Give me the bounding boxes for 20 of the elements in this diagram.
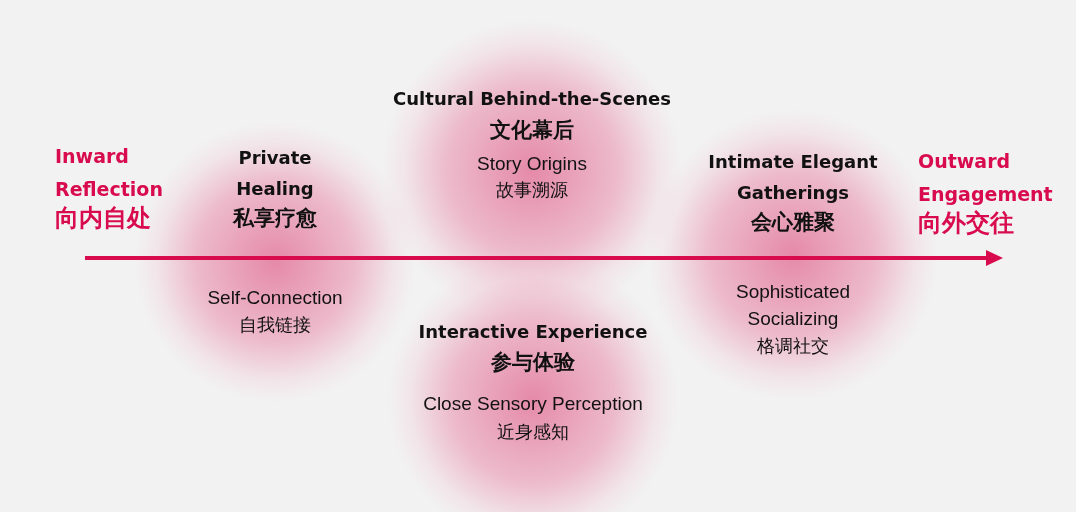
subheading-text: Self-Connection <box>206 285 344 310</box>
subheading-text: Close Sensory Perception <box>422 391 644 416</box>
chinese-subheading-text: 故事溯源 <box>495 178 569 202</box>
chinese-heading-text: 文化幕后 <box>489 117 575 144</box>
chinese-heading-text: 会心雅聚 <box>750 209 836 236</box>
chinese-heading-text: 私享疗愈 <box>231 205 318 232</box>
subheading-text: Sophisticated Socializing <box>734 280 852 331</box>
chinese-axis-end-label: 向内自处 <box>55 203 152 233</box>
chinese-axis-end-label: 向外交往 <box>918 208 1015 238</box>
heading-text: Intimate Elegant Gatherings <box>707 150 879 205</box>
axis-end-label: Outward Engagement <box>918 149 1054 207</box>
subheading-text: Story Origins <box>476 151 588 176</box>
chinese-subheading-text: 自我链接 <box>238 313 312 337</box>
chinese-subheading-text: 格调社交 <box>756 334 830 358</box>
heading-text: Cultural Behind-the-Scenes <box>392 86 672 111</box>
heading-text: Private Healing <box>235 146 315 201</box>
heading-text: Interactive Experience <box>417 319 649 344</box>
axis-end-label: Inward Reflection <box>55 144 164 202</box>
chinese-heading-text: 参与体验 <box>490 349 576 376</box>
chinese-subheading-text: 近身感知 <box>496 420 570 444</box>
